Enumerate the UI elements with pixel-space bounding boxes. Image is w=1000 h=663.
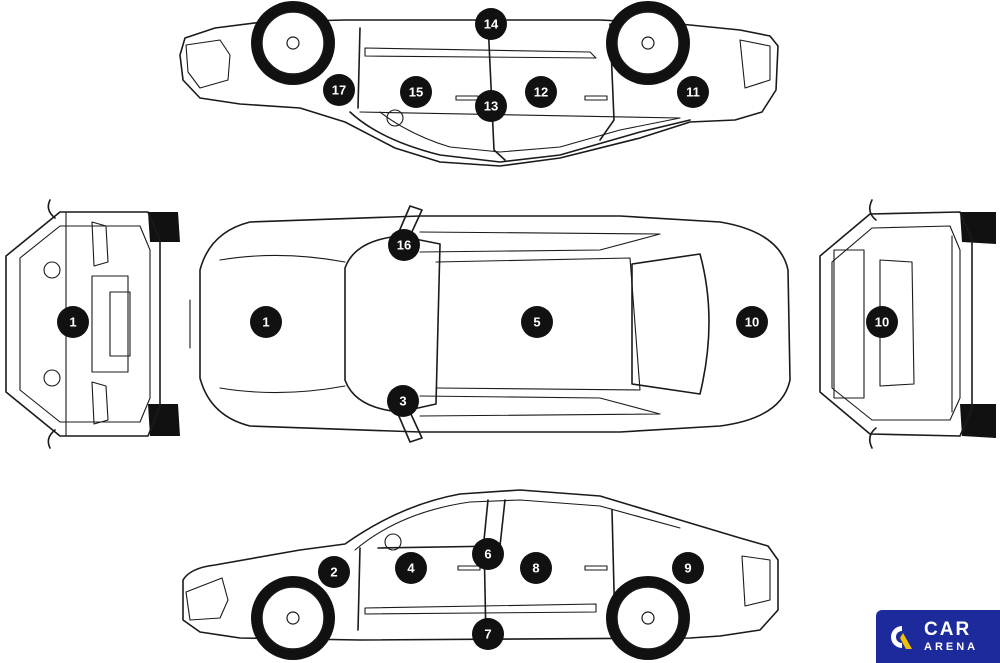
zone-badge-17-top-side: 17 xyxy=(323,74,355,106)
zone-badge-label: 10 xyxy=(745,315,759,330)
zone-badge-label: 2 xyxy=(330,565,337,580)
zone-badge-label: 9 xyxy=(684,561,691,576)
front-view xyxy=(5,199,180,449)
zone-badge-15-top-side: 15 xyxy=(400,76,432,108)
zone-badge-circle xyxy=(521,306,553,338)
zone-badge-label: 10 xyxy=(875,315,889,330)
zone-badge-11-top-side: 11 xyxy=(677,76,709,108)
zone-badge-10-roof: 10 xyxy=(736,306,768,338)
zone-badge-circle xyxy=(472,618,504,650)
zone-badge-label: 1 xyxy=(69,315,76,330)
zone-badge-16-roof: 16 xyxy=(388,229,420,261)
zone-badge-circle xyxy=(400,76,432,108)
roof-view xyxy=(189,205,791,443)
zone-badge-label: 11 xyxy=(686,85,700,100)
zone-badge-label: 13 xyxy=(484,99,498,114)
zone-badge-label: 3 xyxy=(399,394,406,409)
side-view-top xyxy=(179,1,779,167)
zone-badge-4-bottom-side: 4 xyxy=(395,552,427,584)
zone-badge-9-bottom-side: 9 xyxy=(672,552,704,584)
zone-badge-circle xyxy=(57,306,89,338)
zone-badge-label: 5 xyxy=(533,315,540,330)
zone-badge-label: 6 xyxy=(484,547,491,562)
zone-badge-circle xyxy=(387,385,419,417)
zone-badge-label: 1 xyxy=(262,315,269,330)
car-arena-logo: CAR ARENA xyxy=(876,610,1000,663)
zone-badge-circle xyxy=(677,76,709,108)
logo-text-arena: ARENA xyxy=(924,641,979,653)
rear-view xyxy=(819,199,996,449)
zone-badge-circle xyxy=(323,74,355,106)
zone-badge-label: 16 xyxy=(397,238,411,253)
zone-badge-circle xyxy=(395,552,427,584)
zone-badge-label: 7 xyxy=(484,627,491,642)
zone-badge-circle xyxy=(475,8,507,40)
zone-badge-circle xyxy=(520,552,552,584)
zone-badge-label: 4 xyxy=(407,561,415,576)
zone-badge-5-roof: 5 xyxy=(521,306,553,338)
zone-badge-circle xyxy=(388,229,420,261)
zone-badge-12-top-side: 12 xyxy=(525,76,557,108)
zone-badge-label: 12 xyxy=(534,85,548,100)
zone-badge-2-bottom-side: 2 xyxy=(318,556,350,588)
zone-badge-1-front: 1 xyxy=(57,306,89,338)
zone-badge-circle xyxy=(475,90,507,122)
zone-badge-label: 17 xyxy=(332,83,346,98)
zone-badge-circle xyxy=(672,552,704,584)
car-arena-logo-icon xyxy=(891,625,912,649)
zone-badge-14-top-side: 14 xyxy=(475,8,507,40)
zone-badge-8-bottom-side: 8 xyxy=(520,552,552,584)
zone-badge-1-roof: 1 xyxy=(250,306,282,338)
zone-badge-circle xyxy=(525,76,557,108)
zone-badge-7-bottom-side: 7 xyxy=(472,618,504,650)
zone-badge-13-top-side: 13 xyxy=(475,90,507,122)
zone-badge-6-bottom-side: 6 xyxy=(472,538,504,570)
zone-badge-circle xyxy=(318,556,350,588)
zone-badge-3-roof: 3 xyxy=(387,385,419,417)
zone-badge-circle xyxy=(250,306,282,338)
zone-badge-label: 15 xyxy=(409,85,423,100)
zone-badge-circle xyxy=(866,306,898,338)
side-view-bottom xyxy=(182,489,779,660)
zone-badge-circle xyxy=(472,538,504,570)
zone-badge-label: 8 xyxy=(532,561,539,576)
zone-badge-10-rear: 10 xyxy=(866,306,898,338)
zone-badge-label: 14 xyxy=(484,17,499,32)
zone-badge-circle xyxy=(736,306,768,338)
logo-text-car: CAR xyxy=(924,619,972,640)
